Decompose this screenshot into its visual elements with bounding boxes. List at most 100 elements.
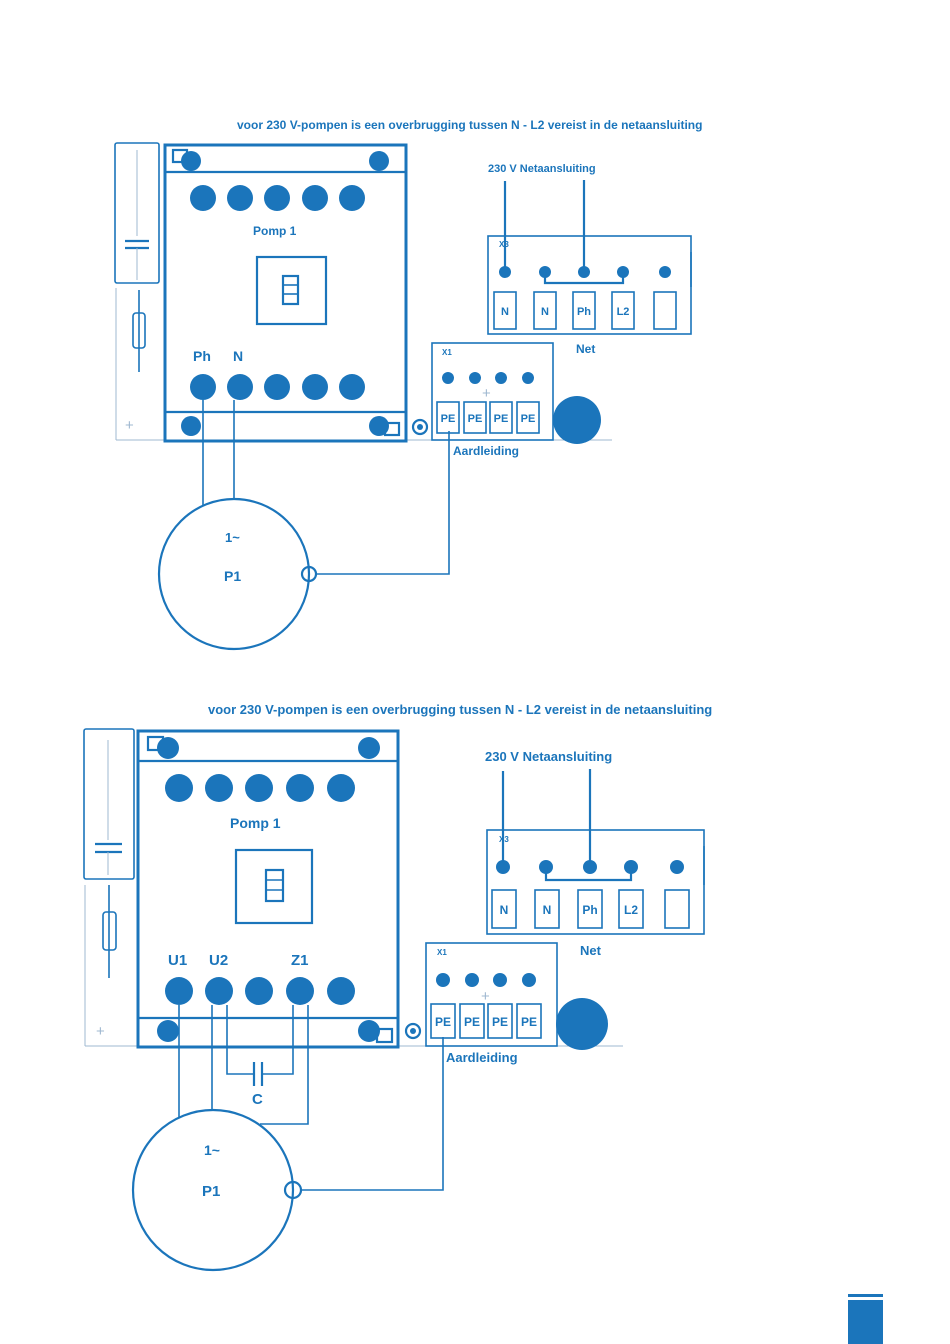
motor-phase: 1~ [225,530,240,545]
wire-cap-b [262,1005,294,1075]
earth-bolt-core [417,424,423,430]
earth-bolt [404,1022,422,1040]
n-l2-bridge [543,272,625,285]
output-terminal [264,374,290,400]
x1-terminal [463,401,487,434]
x1-block [425,942,558,1047]
resistor-body [132,312,146,349]
input-terminal [264,185,290,211]
module-label: Pomp 1 [230,815,281,831]
x3-screw [499,266,511,278]
mounting-screw [358,737,380,759]
motor-name: P1 [202,1183,220,1200]
display-window [234,848,314,925]
mounting-screw [181,416,201,436]
x3-terminal [572,291,596,330]
x1-terminal [516,401,540,434]
x3-terminal-label: Ph [582,903,597,917]
x3-terminal [618,889,644,929]
output-terminal [245,977,273,1005]
x1-terminal-label: PE [494,413,509,425]
x1-terminal-label: PE [464,1015,480,1029]
capacitor-holder [83,728,135,880]
output-terminal [302,374,328,400]
x3-terminal [534,889,560,929]
input-terminal [190,185,216,211]
output-terminal-ph [190,374,216,400]
earth-label: Aardleiding [446,1050,518,1065]
output-terminal [339,374,365,400]
earth-bolt-core [410,1028,416,1034]
x1-terminal [430,1003,456,1039]
mounting-screw [157,737,179,759]
x1-screw [522,973,536,987]
wire-earth [301,1037,444,1191]
x3-terminal-label: L2 [624,903,638,917]
x1-terminal-label: PE [468,413,483,425]
x1-plus-mark: + [481,988,490,1005]
page-tab-block [848,1300,883,1344]
output-terminal-u2 [205,977,233,1005]
x1-terminal [487,1003,513,1039]
mounting-screw [157,1020,179,1042]
x1-block [431,342,554,441]
x1-terminal-label: PE [441,413,456,425]
output-label-u2: U2 [209,952,228,969]
output-label-z1: Z1 [291,952,309,969]
motor-phase: 1~ [204,1142,220,1158]
net-label: Net [580,943,602,958]
input-terminal [227,185,253,211]
mounting-screw [369,416,389,436]
x1-terminal-label: PE [492,1015,508,1029]
x1-plus-mark: + [482,385,491,402]
wire-earth [316,431,450,575]
mains-label: 230 V Netaansluiting [488,163,596,175]
x1-label: X1 [437,948,447,957]
x3-block [487,235,692,335]
earth-bolt [411,418,429,436]
x1-screw [469,372,481,384]
x3-terminal [491,889,517,929]
n-l2-bridge [544,867,633,882]
cable-gland [556,998,608,1050]
rail-plus-mark: + [125,417,134,434]
x3-screw [583,860,597,874]
output-label-u1: U1 [168,952,187,969]
mounting-screw [358,1020,380,1042]
x3-screw [496,860,510,874]
x3-terminal [493,291,517,330]
x3-label: X3 [499,835,509,844]
net-label: Net [576,342,595,356]
bridge-note: voor 230 V-pompen is een overbrugging tu… [237,118,702,132]
input-terminal [302,185,328,211]
motor-p1 [131,1108,295,1272]
x1-terminal [489,401,513,434]
motor-name: P1 [224,568,241,584]
output-terminal-z1 [286,977,314,1005]
x1-terminal-label: PE [521,1015,537,1029]
input-terminal [327,774,355,802]
x1-screw [495,372,507,384]
output-label-n: N [233,348,243,364]
pump-module [163,143,408,443]
display-digit [264,868,285,903]
display-window [255,255,328,326]
output-terminal-n [227,374,253,400]
x3-terminal-label: N [543,903,552,917]
x3-terminal-label: N [500,903,509,917]
x3-screw [578,266,590,278]
x1-label: X1 [442,348,452,357]
x3-terminal [611,291,635,330]
x1-screw [442,372,454,384]
motor-p1 [157,497,311,651]
input-terminal [205,774,233,802]
output-label-ph: Ph [193,348,211,364]
diagram-1: voor 230 V-pompen is een overbrugging tu… [114,118,702,651]
input-terminal [245,774,273,802]
earth-label: Aardleiding [453,444,519,458]
x1-screw [493,973,507,987]
x3-terminal-label: Ph [577,306,591,318]
capacitor-label: C [252,1091,263,1108]
x3-block [486,829,705,935]
